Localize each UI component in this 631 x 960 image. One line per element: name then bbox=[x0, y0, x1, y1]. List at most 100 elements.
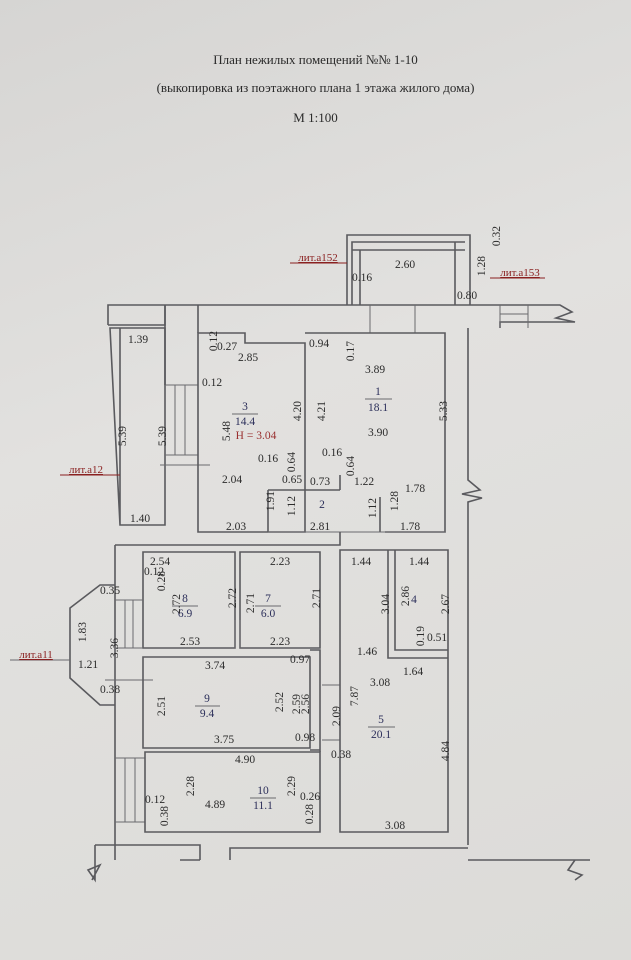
dimension-label: 0.65 bbox=[282, 474, 302, 486]
dimension-label: 0.12 bbox=[144, 566, 164, 578]
dimension-label: 3.36 bbox=[109, 638, 121, 658]
ceiling-height: H = 3.04 bbox=[236, 430, 277, 442]
dimension-label: 2.23 bbox=[270, 636, 290, 648]
dimension-label: 0.26 bbox=[300, 791, 320, 803]
dimension-label: 3.74 bbox=[205, 660, 225, 672]
dimension-label: 1.12 bbox=[286, 496, 298, 516]
room-area: 9.4 bbox=[200, 708, 215, 720]
dimension-label: 7.87 bbox=[349, 686, 361, 706]
dimension-label: 2.52 bbox=[274, 692, 286, 712]
dimension-label: 0.28 bbox=[304, 804, 316, 824]
dimension-label: 0.98 bbox=[295, 732, 315, 744]
dimension-label: 1.44 bbox=[351, 556, 371, 568]
dimension-label: 0.73 bbox=[310, 476, 330, 488]
dimension-label: 2.51 bbox=[156, 696, 168, 716]
dimension-label: 0.64 bbox=[345, 456, 357, 476]
dimension-label: 2.56 bbox=[300, 694, 312, 714]
dimension-label: 1.21 bbox=[78, 659, 98, 671]
dimension-label: 2.67 bbox=[440, 594, 452, 614]
room-number: 1 bbox=[375, 386, 381, 398]
dimension-label: 3.89 bbox=[365, 364, 385, 376]
dimension-label: 2.53 bbox=[180, 636, 200, 648]
dimension-label: 2.54 bbox=[150, 556, 170, 568]
dimension-label: 3.75 bbox=[214, 734, 234, 746]
dimension-label: 4.21 bbox=[316, 401, 328, 421]
room-number: 10 bbox=[257, 785, 269, 797]
dimension-label: 2.60 bbox=[395, 259, 415, 271]
dimension-label: 2.59 bbox=[291, 694, 303, 714]
dimension-label: 4.84 bbox=[440, 741, 452, 761]
dimension-label: 1.39 bbox=[128, 334, 148, 346]
dimension-label: 2.04 bbox=[222, 474, 242, 486]
dimension-label: 0.97 bbox=[290, 654, 310, 666]
dimension-label: 3.04 bbox=[380, 594, 392, 614]
dimension-label: 0.27 bbox=[217, 341, 237, 353]
room-area: 6.0 bbox=[261, 608, 276, 620]
dimension-label: 2.09 bbox=[331, 706, 343, 726]
dimension-label: 2.72 bbox=[171, 594, 183, 614]
dimension-label: 5.48 bbox=[221, 421, 233, 441]
room-number: 8 bbox=[182, 593, 188, 605]
dimension-label: 0.38 bbox=[331, 749, 351, 761]
dimension-label: 0.94 bbox=[309, 338, 329, 350]
dimension-label: 0.12 bbox=[145, 794, 165, 806]
dimension-label: 1.44 bbox=[409, 556, 429, 568]
dimension-label: 1.64 bbox=[403, 666, 423, 678]
dimension-label: 0.16 bbox=[258, 453, 278, 465]
dimension-label: 0.80 bbox=[457, 290, 477, 302]
dimension-label: 1.40 bbox=[130, 513, 150, 525]
dimension-label: 2.03 bbox=[226, 521, 246, 533]
dimension-label: 0.51 bbox=[427, 632, 447, 644]
literal-a11: лит.а11 bbox=[19, 649, 53, 661]
dimension-label: 0.19 bbox=[415, 626, 427, 646]
literal-a152: лит.а152 bbox=[298, 252, 338, 264]
dimension-label: 5.39 bbox=[157, 426, 169, 446]
room-number: 7 bbox=[265, 593, 271, 605]
dimension-label: 0.16 bbox=[352, 272, 372, 284]
room-area: 6.9 bbox=[178, 608, 193, 620]
dimension-label: 3.08 bbox=[370, 677, 390, 689]
dimension-label: 1.78 bbox=[400, 521, 420, 533]
dimension-label: 0.17 bbox=[345, 341, 357, 361]
dimension-label: 1.22 bbox=[354, 476, 374, 488]
dimension-label: 1.78 bbox=[405, 483, 425, 495]
dimension-label: 0.12 bbox=[202, 377, 222, 389]
dimension-label: 2.81 bbox=[310, 521, 330, 533]
room-area: 14.4 bbox=[235, 416, 255, 428]
dimension-label: 1.83 bbox=[77, 622, 89, 642]
dimension-label: 2.85 bbox=[238, 352, 258, 364]
room-number: 2 bbox=[319, 499, 325, 511]
dimension-label: 2.29 bbox=[286, 776, 298, 796]
room-number: 3 bbox=[242, 401, 248, 413]
dimension-label: 0.35 bbox=[100, 585, 120, 597]
dimension-label: 1.28 bbox=[476, 256, 488, 276]
room-number: 4 bbox=[411, 594, 417, 606]
dimension-label: 0.64 bbox=[286, 452, 298, 472]
walls bbox=[10, 234, 590, 883]
dimension-label: 1.28 bbox=[389, 491, 401, 511]
dimension-label: 5.33 bbox=[438, 401, 450, 421]
dimension-label: 0.28 bbox=[156, 571, 168, 591]
dimension-label: 1.12 bbox=[367, 498, 379, 518]
dimension-label: 4.89 bbox=[205, 799, 225, 811]
dimension-label: 1.91 bbox=[265, 491, 277, 511]
plan-subtitle: (выкопировка из поэтажного плана 1 этажа… bbox=[156, 80, 475, 95]
dimension-label: 3.90 bbox=[368, 427, 388, 439]
room-area: 18.1 bbox=[368, 402, 388, 414]
literal-a12: лит.а12 bbox=[69, 464, 103, 476]
dimension-label: 5.39 bbox=[117, 426, 129, 446]
room-number: 5 bbox=[378, 714, 384, 726]
dimension-label: 0.12 bbox=[208, 331, 220, 351]
dimension-label: 2.72 bbox=[227, 588, 239, 608]
room-area: 20.1 bbox=[371, 729, 391, 741]
dimension-label: 4.90 bbox=[235, 754, 255, 766]
dimension-label: 0.38 bbox=[159, 806, 171, 826]
dimension-label: 3.08 bbox=[385, 820, 405, 832]
literal-labels: лит.а152 лит.а153 лит.а12 лит.а11 H = 3.… bbox=[19, 252, 540, 661]
dimension-label: 0.16 bbox=[322, 447, 342, 459]
dimension-label: 0.32 bbox=[491, 226, 503, 246]
room-number: 9 bbox=[204, 693, 210, 705]
